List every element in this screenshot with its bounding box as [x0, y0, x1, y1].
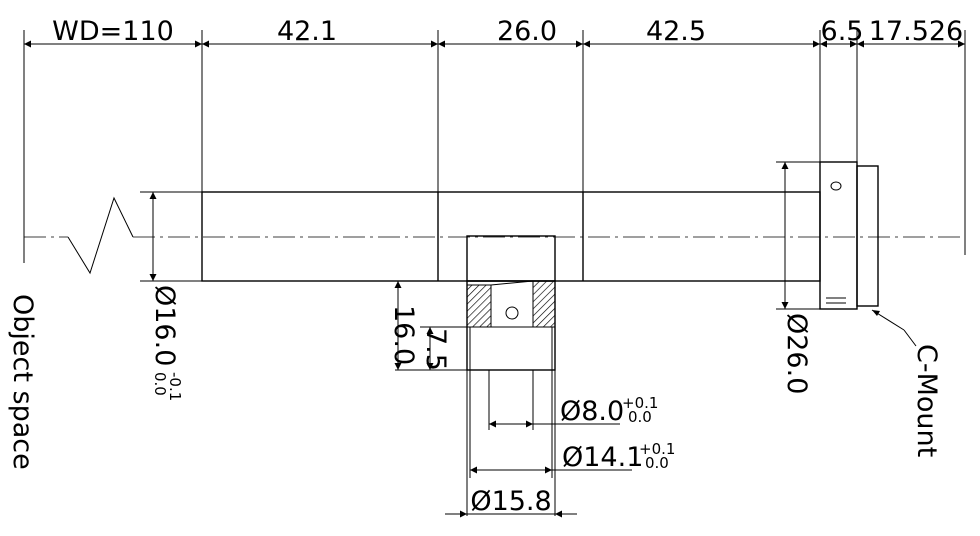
dim-7-5: 7.5	[420, 328, 451, 371]
flange-screw-hole	[830, 181, 842, 191]
dim-dia-8-tol-upper: +0.1	[622, 394, 658, 412]
dim-dia-16-tol-lower: -0.1	[166, 372, 184, 401]
dim-dia-16: Ø16.0	[149, 285, 180, 366]
dim-26-0: 26.0	[497, 16, 557, 47]
dim-dia-14-tol-lower: 0.0	[645, 454, 669, 472]
dim-dia-15-8: Ø15.8	[470, 486, 551, 517]
dim-42-5: 42.5	[646, 16, 706, 47]
object-space-label: Object space	[7, 294, 38, 470]
dim-dia-14: Ø14.1	[562, 442, 643, 473]
c-mount-leader	[871, 309, 917, 347]
side-port	[466, 235, 556, 371]
dim-dia-8: Ø8.0	[560, 396, 624, 427]
c-mount-flange	[819, 161, 879, 310]
dim-dia-26: Ø26.0	[781, 313, 812, 394]
bottom-diameter-dimensions	[445, 370, 632, 518]
dim-dia-8-tol-lower: 0.0	[628, 408, 652, 426]
dim-wd: WD=110	[52, 16, 174, 47]
dim-16-0: 16.0	[388, 305, 419, 365]
port-screw-hole	[505, 306, 519, 320]
port-height-dimensions	[394, 281, 467, 371]
dia-26-dimension	[776, 161, 820, 310]
dia-16-dimension	[140, 191, 202, 282]
optical-axis	[24, 196, 965, 275]
dim-dia-16-tol-upper: 0.0	[151, 372, 169, 396]
dim-dia-14-tol-upper: +0.1	[639, 440, 675, 458]
extension-lines	[23, 30, 966, 263]
dim-17-526: 17.526	[869, 16, 963, 47]
c-mount-label: C-Mount	[911, 344, 942, 457]
dim-42-1: 42.1	[277, 16, 337, 47]
dim-6-5: 6.5	[821, 16, 864, 47]
